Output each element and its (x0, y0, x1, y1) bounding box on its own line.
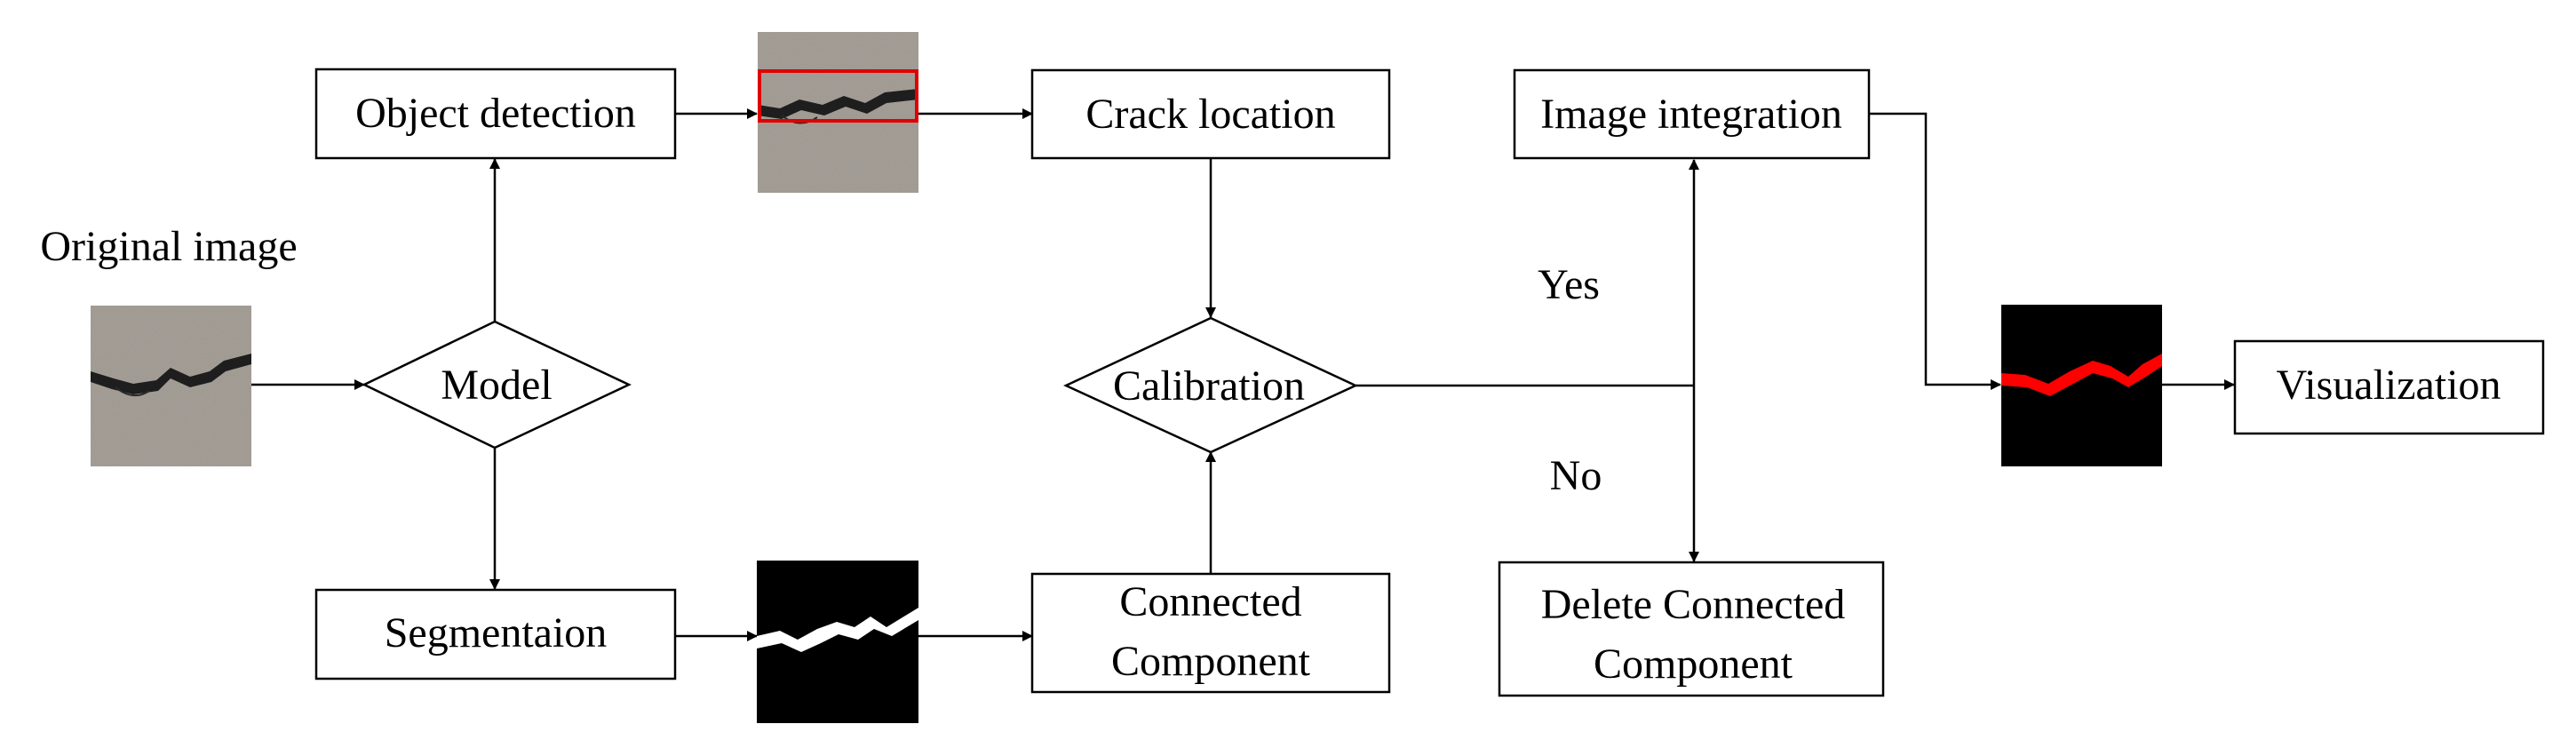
segmentation-mask (757, 561, 918, 723)
connected-component-node: Connected Component (1030, 572, 1391, 694)
visualization-node: Visualization (2233, 339, 2545, 435)
yes-label: Yes (1538, 261, 1600, 308)
edge-image-integration-to-mask (1869, 112, 2001, 390)
calibration-label: Calibration (1113, 362, 1305, 410)
model-node: Model (362, 320, 632, 450)
object-detection-label: Object detection (355, 90, 636, 137)
segmentation-node: Segmentaion (314, 588, 677, 680)
model-label: Model (441, 362, 552, 409)
visualization-label: Visualization (2276, 362, 2500, 409)
calibration-node: Calibration (1063, 316, 1358, 454)
crack-location-node: Crack location (1030, 68, 1391, 160)
visualization-mask (2001, 305, 2162, 466)
crack-location-label: Crack location (1085, 91, 1335, 138)
object-detection-node: Object detection (314, 68, 677, 160)
image-integration-node: Image integration (1513, 68, 1871, 160)
delete-connected-component-node: Delete Connected Component (1498, 561, 1885, 697)
delete-connected-component-label-line2: Component (1594, 641, 1793, 688)
detection-bounding-box (758, 69, 918, 123)
original-crack-photo (91, 306, 251, 466)
segmentation-label: Segmentaion (385, 609, 608, 656)
detection-crack-photo (758, 32, 918, 193)
image-integration-label: Image integration (1540, 91, 1842, 138)
connected-component-label-line1: Connected (1119, 578, 1301, 625)
no-label: No (1550, 452, 1602, 499)
connected-component-label-line2: Component (1111, 638, 1311, 685)
original-image-label: Original image (40, 223, 297, 270)
edges (251, 108, 2235, 641)
delete-connected-component-label-line1: Delete Connected (1541, 581, 1846, 628)
